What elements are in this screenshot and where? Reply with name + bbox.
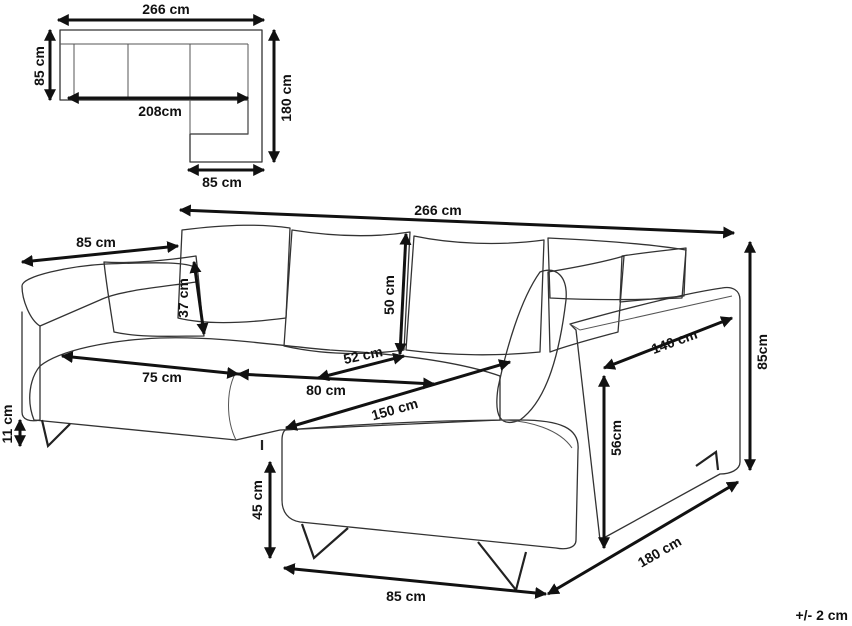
top-view-seat-dividers xyxy=(73,44,191,100)
label-top-depth: 85 cm xyxy=(31,46,47,86)
label-chaise-front: 85 cm xyxy=(386,588,426,604)
label-seat-width-left: 75 cm xyxy=(142,369,182,385)
right-arm xyxy=(569,286,741,541)
dim-cushion-height xyxy=(189,260,209,336)
leg-chaise-left xyxy=(300,523,349,560)
label-top-width: 266 cm xyxy=(142,1,189,17)
dim-chaise-length xyxy=(284,359,512,431)
left-arm-body xyxy=(21,311,41,422)
dim-total-width xyxy=(178,204,736,239)
dim-seat-width-left xyxy=(60,351,240,379)
back-cushion-3 xyxy=(405,235,545,356)
label-total-width: 266 cm xyxy=(414,202,461,218)
label-arm-length: 140 cm xyxy=(649,326,699,357)
label-total-height: 85cm xyxy=(754,334,770,370)
top-view: 266 cm 85 cm 208cm 180 cm 85 cm xyxy=(31,1,294,190)
dim-back-height xyxy=(394,232,412,356)
label-leg-height: 11 cm xyxy=(0,405,15,444)
seat-base xyxy=(29,337,501,441)
dim-chaise-depth xyxy=(546,480,740,596)
label-top-length: 180 cm xyxy=(278,74,294,121)
label-top-chaise-width: 85 cm xyxy=(202,174,242,190)
chaise-side-cushion xyxy=(496,269,567,423)
chaise-back-cushion-2 xyxy=(619,247,687,303)
label-arm-depth: 85 cm xyxy=(76,234,116,250)
back-cushion-4 xyxy=(547,237,687,301)
dim-chaise-front xyxy=(282,563,548,599)
label-cushion-height: 37 cm xyxy=(175,278,191,318)
left-arm xyxy=(21,262,197,327)
seat-cushion-divider xyxy=(228,371,237,441)
label-chaise-length: 150 cm xyxy=(370,395,420,423)
chaise-seat xyxy=(281,419,579,550)
label-seat-width-middle: 80 cm xyxy=(306,382,346,398)
top-view-outline xyxy=(59,29,263,163)
label-tolerance: +/- 2 cm xyxy=(795,607,848,623)
leg-right xyxy=(695,450,720,471)
leg-left xyxy=(40,419,71,449)
top-view-back-line xyxy=(60,43,249,134)
label-arm-height: 56cm xyxy=(608,420,624,456)
label-seat-height: 45 cm xyxy=(249,480,265,520)
dim-arm-depth xyxy=(20,241,180,267)
label-top-inner-width: 208cm xyxy=(138,103,182,119)
leg-chaise-right xyxy=(477,541,528,593)
chaise-seat-edge xyxy=(499,419,573,449)
dim-arm-length xyxy=(602,316,734,370)
main-view-dimensions: 266 cm 85 cm 37 cm 50 cm 52 cm 75 cm 80 … xyxy=(0,202,848,623)
right-arm-top xyxy=(569,295,733,331)
label-back-height: 50 cm xyxy=(381,275,397,315)
